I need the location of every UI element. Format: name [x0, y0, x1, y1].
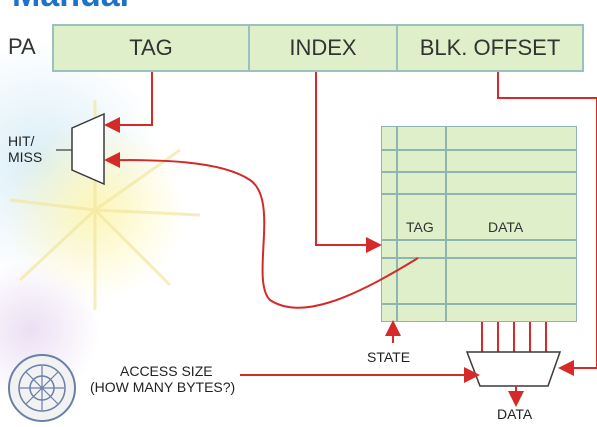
- grid-data-label: DATA: [488, 219, 524, 235]
- pa-label: PA: [8, 34, 36, 59]
- grid-row-divider: [382, 303, 576, 305]
- grid-col-divider: [396, 127, 398, 321]
- grid-row-divider: [382, 149, 576, 151]
- grid-col-divider: [445, 127, 447, 321]
- pa-field-tag: TAG: [54, 26, 250, 70]
- grid-row-divider: [382, 257, 576, 259]
- data-output-label: DATA: [497, 406, 533, 422]
- pa-field-block-offset: BLK. OFFSET: [419, 35, 561, 60]
- physical-address-box: TAG INDEX BLK. OFFSET: [52, 24, 584, 72]
- institute-seal-icon: [8, 354, 76, 422]
- grid-tag-label: TAG: [406, 219, 434, 235]
- access-size-line1: ACCESS SIZE: [120, 363, 213, 379]
- access-size-label: ACCESS SIZE (HOW MANY BYTES?): [90, 363, 235, 395]
- access-size-line2: (HOW MANY BYTES?): [90, 379, 236, 396]
- grid-row-divider: [382, 193, 576, 195]
- pa-field-index: INDEX: [250, 26, 398, 70]
- hit-miss-label: HIT/ MISS: [8, 133, 42, 165]
- grid-row-divider: [382, 239, 576, 241]
- slide-title: Manual: [12, 0, 129, 12]
- cache-array: TAG DATA: [381, 126, 577, 322]
- hit-miss-text: HIT/ MISS: [8, 133, 43, 166]
- state-label: STATE: [367, 349, 411, 365]
- grid-row-divider: [382, 171, 576, 173]
